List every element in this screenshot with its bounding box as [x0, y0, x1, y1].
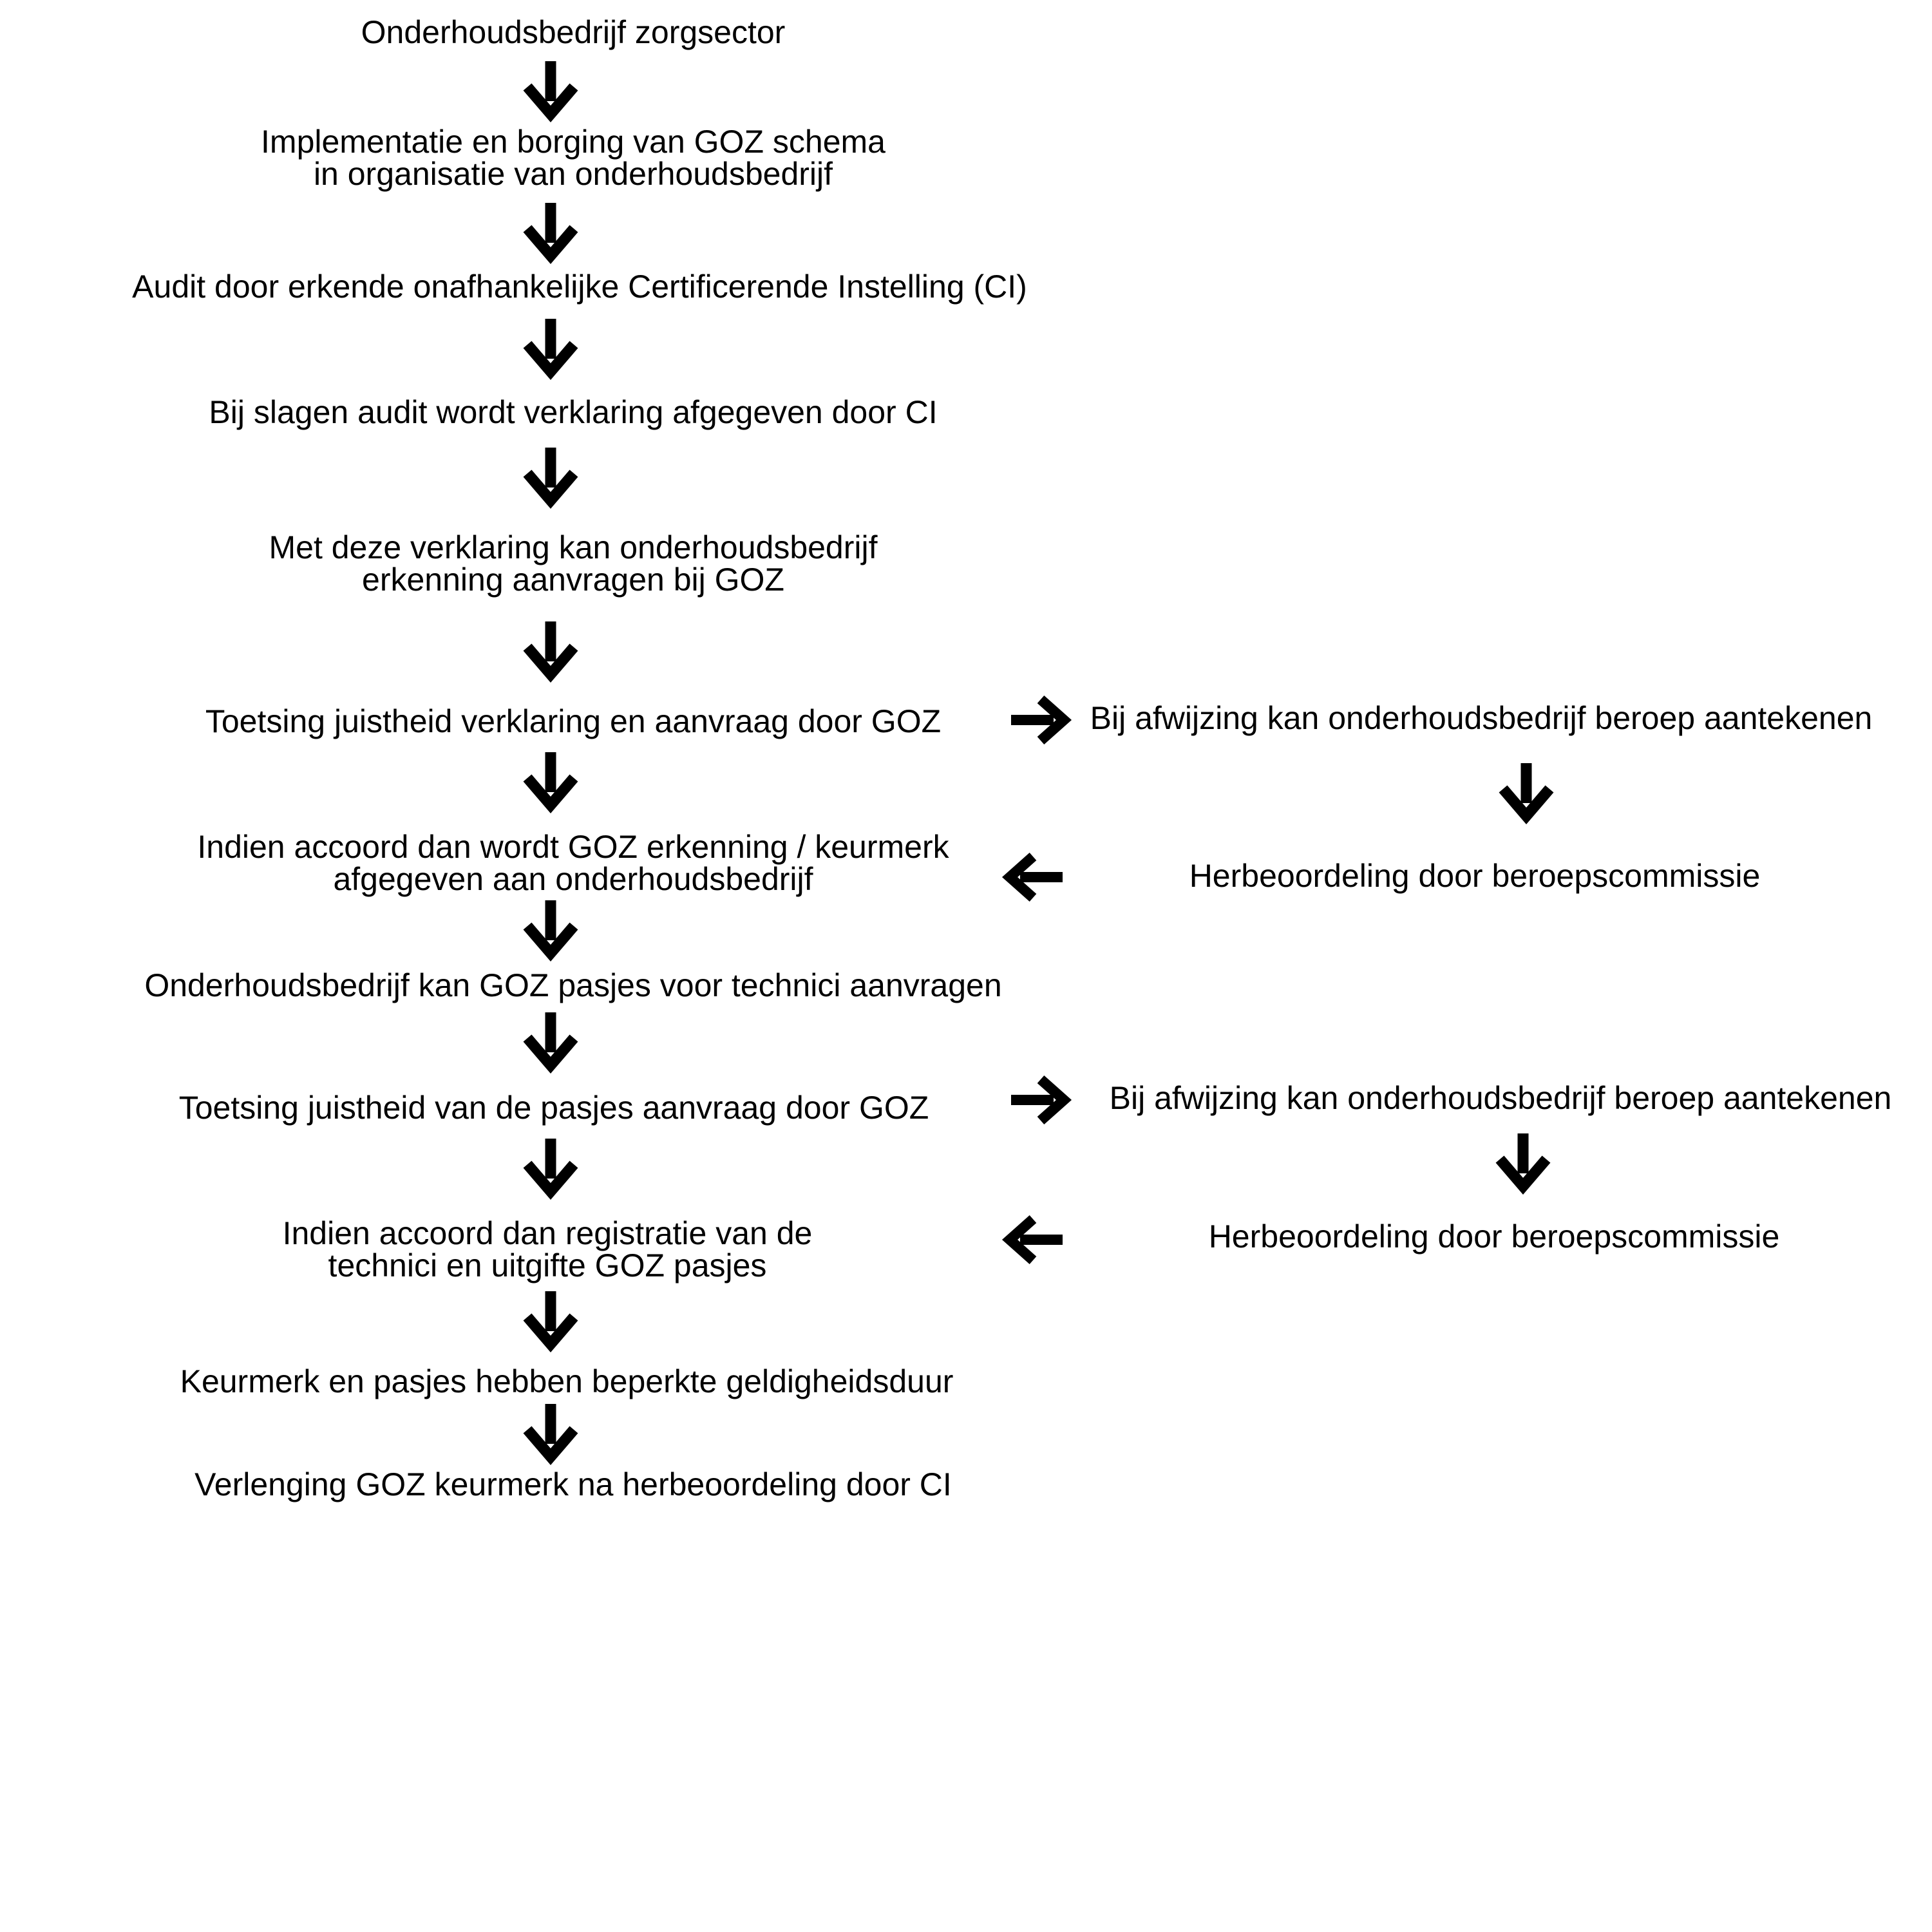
- step-line: technici en uitgifte GOZ pasjes: [328, 1247, 767, 1283]
- step-line: Herbeoordeling door beroepscommissie: [1208, 1218, 1780, 1255]
- step-check-passes: Toetsing juistheid van de pasjes aanvraa…: [135, 1092, 972, 1124]
- step-line: Verlenging GOZ keurmerk na herbeoordelin…: [194, 1466, 952, 1502]
- step-line: Onderhoudsbedrijf kan GOZ pasjes voor te…: [144, 967, 1002, 1003]
- appeal-2-review: Herbeoordeling door beroepscommissie: [1159, 1220, 1829, 1253]
- step-line: Audit door erkende onafhankelijke Certif…: [132, 269, 1027, 305]
- arrow-down-icon: [1500, 1133, 1546, 1186]
- step-line: Implementatie en borging van GOZ schema: [261, 124, 886, 160]
- step-declaration: Bij slagen audit wordt verklaring afgege…: [187, 396, 960, 428]
- step-line: Toetsing juistheid van de pasjes aanvraa…: [178, 1090, 929, 1126]
- step-audit: Audit door erkende onafhankelijke Certif…: [116, 270, 1043, 303]
- step-line: Bij slagen audit wordt verklaring afgege…: [209, 394, 938, 430]
- step-line: Onderhoudsbedrijf zorgsector: [361, 14, 786, 50]
- arrow-left-icon: [1010, 857, 1063, 898]
- arrow-right-icon: [1011, 699, 1064, 741]
- step-line: Toetsing juistheid verklaring en aanvraa…: [205, 703, 942, 739]
- step-line: Bij afwijzing kan onderhoudsbedrijf bero…: [1090, 700, 1873, 736]
- appeal-1-objection: Bij afwijzing kan onderhoudsbedrijf bero…: [1063, 702, 1900, 734]
- arrow-down-icon: [527, 900, 574, 953]
- arrow-left-icon: [1010, 1219, 1063, 1260]
- arrow-down-icon: [527, 61, 574, 114]
- step-request-passes: Onderhoudsbedrijf kan GOZ pasjes voor te…: [122, 969, 1024, 1001]
- step-line: Herbeoordeling door beroepscommissie: [1189, 858, 1761, 894]
- step-line: Indien accoord dan registratie van de: [282, 1215, 813, 1251]
- arrow-down-icon: [527, 319, 574, 372]
- step-line: afgegeven aan onderhoudsbedrijf: [333, 861, 813, 897]
- arrow-down-icon: [527, 1012, 574, 1065]
- step-implementation: Implementatie en borging van GOZ schema …: [219, 126, 927, 190]
- arrow-down-icon: [527, 203, 574, 256]
- step-extension: Verlenging GOZ keurmerk na herbeoordelin…: [155, 1468, 992, 1501]
- arrow-down-icon: [527, 1404, 574, 1457]
- arrow-down-icon: [527, 621, 574, 674]
- appeal-1-review: Herbeoordeling door beroepscommissie: [1140, 860, 1810, 892]
- arrow-down-icon: [527, 448, 574, 500]
- arrow-right-icon: [1011, 1079, 1064, 1121]
- arrow-down-icon: [527, 1291, 574, 1344]
- step-check-request: Toetsing juistheid verklaring en aanvraa…: [155, 705, 992, 737]
- arrow-down-icon: [1503, 763, 1549, 816]
- step-line: Met deze verklaring kan onderhoudsbedrij…: [269, 529, 878, 565]
- step-line: in organisatie van onderhoudsbedrijf: [313, 156, 833, 192]
- step-validity: Keurmerk en pasjes hebben beperkte geldi…: [142, 1365, 992, 1397]
- arrow-down-icon: [527, 1139, 574, 1191]
- appeal-2-objection: Bij afwijzing kan onderhoudsbedrijf bero…: [1082, 1082, 1919, 1114]
- step-registration: Indien accoord dan registratie van de te…: [193, 1217, 902, 1282]
- step-line: Indien accoord dan wordt GOZ erkenning /…: [197, 829, 949, 865]
- step-recognition-granted: Indien accoord dan wordt GOZ erkenning /…: [167, 831, 979, 895]
- step-start: Onderhoudsbedrijf zorgsector: [335, 16, 811, 48]
- arrow-down-icon: [527, 752, 574, 805]
- step-line: Bij afwijzing kan onderhoudsbedrijf bero…: [1109, 1080, 1892, 1116]
- step-line: Keurmerk en pasjes hebben beperkte geldi…: [180, 1363, 954, 1399]
- step-request-recognition: Met deze verklaring kan onderhoudsbedrij…: [219, 531, 927, 596]
- step-line: erkenning aanvragen bij GOZ: [362, 562, 784, 598]
